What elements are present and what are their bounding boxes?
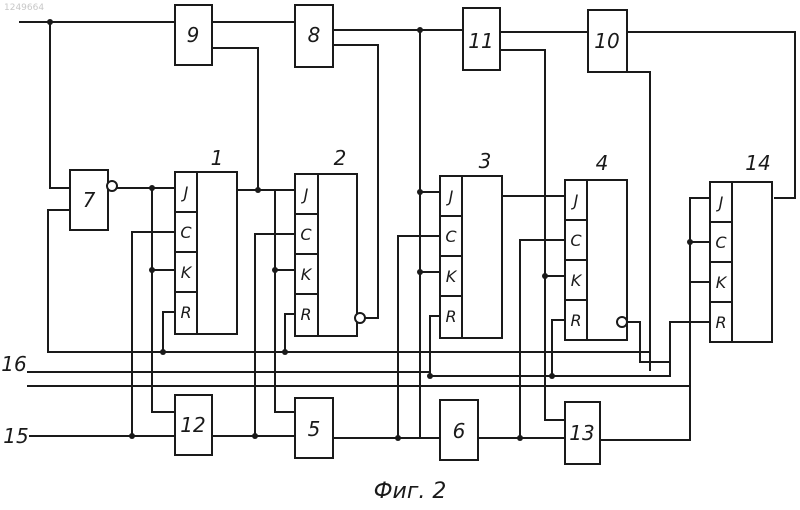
ff3-pin-r: R xyxy=(445,307,456,326)
ff14-pin-k: K xyxy=(716,273,728,292)
block-8: 8 xyxy=(295,5,333,67)
block-12: 12 xyxy=(175,395,212,455)
ff4-inverted-output xyxy=(617,317,627,327)
block-7-label: 7 xyxy=(83,188,96,212)
block-9: 9 xyxy=(175,5,212,65)
flipflop-14: 14 J C K R xyxy=(710,151,772,342)
ff14-pin-c: C xyxy=(715,233,727,252)
bus-16-label: 16 xyxy=(1,352,26,376)
flipflop-2: 2 J C K R xyxy=(295,146,365,336)
ff3-pin-k: K xyxy=(446,267,458,286)
bus-15-label: 15 xyxy=(3,424,28,448)
block-8-label: 8 xyxy=(308,23,321,47)
inverter-bubble xyxy=(107,181,117,191)
ff4-pin-k: K xyxy=(571,271,583,290)
block-5-label: 5 xyxy=(308,417,321,441)
ff3-pin-c: C xyxy=(445,227,457,246)
flipflop-14-label: 14 xyxy=(745,151,770,175)
block-6-label: 6 xyxy=(453,419,466,443)
ff2-pin-k: K xyxy=(301,265,313,284)
watermark: 1249664 xyxy=(4,3,44,13)
flipflop-1: 1 J C K R xyxy=(175,146,237,334)
ff1-pin-k: K xyxy=(181,263,193,282)
ff4-pin-c: C xyxy=(570,231,582,250)
block-13-label: 13 xyxy=(569,421,594,445)
block-11-label: 11 xyxy=(468,29,493,53)
flipflop-4: 4 J C K R xyxy=(565,151,627,340)
block-11: 11 xyxy=(463,8,500,70)
top-wires xyxy=(20,22,795,438)
block-9-label: 9 xyxy=(187,23,200,47)
bus-15: 15 xyxy=(3,424,175,448)
block-13: 13 xyxy=(565,402,600,464)
flipflop-3-label: 3 xyxy=(479,149,492,173)
ff2-pin-r: R xyxy=(300,305,311,324)
flipflop-4-label: 4 xyxy=(596,151,609,175)
block-7: 7 xyxy=(70,170,117,230)
ff2-inverted-output xyxy=(355,313,365,323)
block-6: 6 xyxy=(440,400,478,460)
flipflop-1-label: 1 xyxy=(211,146,224,170)
figure-caption: Фиг. 2 xyxy=(374,479,447,504)
block-10: 10 xyxy=(588,10,627,72)
ff1-pin-r: R xyxy=(180,303,191,322)
flipflop-3: 3 J C K R xyxy=(440,149,502,338)
ff4-pin-r: R xyxy=(570,311,581,330)
ff14-pin-r: R xyxy=(715,313,726,332)
ff2-pin-c: C xyxy=(300,225,312,244)
block-10-label: 10 xyxy=(594,29,619,53)
ff1-pin-c: C xyxy=(180,223,192,242)
block-12-label: 12 xyxy=(180,413,205,437)
block-5: 5 xyxy=(295,398,333,458)
flipflop-2-label: 2 xyxy=(334,146,347,170)
